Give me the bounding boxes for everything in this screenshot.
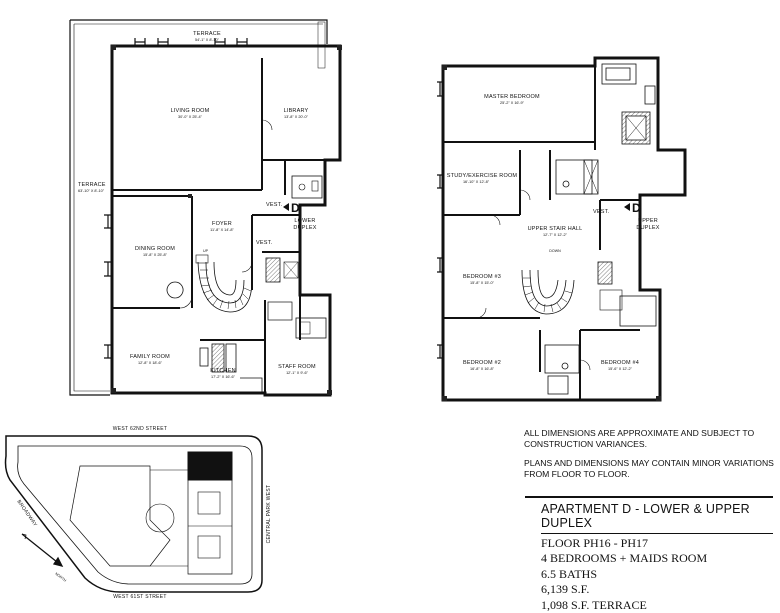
unit-info-block: APARTMENT D - LOWER & UPPER DUPLEX FLOOR… [525,496,775,613]
bedroom4-dims: 15'-6" X 12'-2" [608,367,633,371]
title-rule [541,533,773,534]
bedroom3-dims: 15'-8" X 15'-0" [470,281,495,285]
study-dims: 16'-10" X 12'-8" [463,180,490,184]
master-bath [601,63,656,145]
terrace-left-label: TERRACE [78,182,106,188]
bedroom2-label: BEDROOM #2 [463,360,501,366]
dining-room-dims: 15'-8" X 25'-8" [143,253,168,257]
unit-marker-letter: D [291,201,300,215]
apartment-location-highlight [187,451,233,481]
staff-room-dims: 12'-1" X 9'-6" [286,371,309,375]
study-bath [555,159,599,195]
library-label: LIBRARY [284,108,309,114]
variation-note: PLANS AND DIMENSIONS MAY CONTAIN MINOR V… [524,458,774,479]
kitchen-label: KITCHEN [210,368,236,374]
terrace-top-label: TERRACE [193,31,221,37]
foyer-label: FOYER [212,221,232,227]
lower-duplex-label: LOWER [294,218,315,224]
library-dims: 13'-8" X 20'-0" [284,115,309,119]
foyer-stair [195,254,253,313]
lower-duplex-label: DUPLEX [293,225,316,231]
dimension-note: ALL DIMENSIONS ARE APPROXIMATE AND SUBJE… [524,428,755,449]
unit-marker-letter: D [632,201,641,215]
stair-down-label: DOWN [549,249,561,253]
upper-duplex-label: UPPER [638,218,658,224]
vest-label: VEST. [256,240,273,246]
bedroom2-dims: 16'-8" X 16'-8" [470,367,495,371]
living-room-label: LIVING ROOM [171,108,210,114]
bedroom4-label: BEDROOM #4 [601,360,639,366]
site-plan-labels: WEST 62ND STREET WEST 61ST STREET CENTRA… [15,426,272,600]
upper-stair-hall-label: UPPER STAIR HALL [528,226,583,232]
study-label: STUDY/EXERCISE ROOM [447,173,518,179]
upper-unit-marker [624,203,630,211]
bedroom2-bath [544,344,580,395]
heavy-rule [525,496,773,498]
vest-label: VEST. [593,209,610,215]
site-block-outline [4,435,263,593]
library-bath [291,175,323,199]
foyer-dims: 11'-8" X 14'-8" [210,228,234,232]
bedroom3-label: BEDROOM #3 [463,274,501,280]
staff-room-label: STAFF ROOM [278,364,316,370]
lower-floor-plan [69,19,342,397]
site-plan [4,435,263,593]
terrace-top-dims: 54'-1" X 8'-10" [195,38,220,42]
floor-plan-drawing: TERRACE 54'-1" X 8'-10" TERRACE 63'-10" … [4,19,687,600]
upper-floor-plan [437,56,687,402]
dining-room-label: DINING ROOM [135,246,175,252]
master-bedroom-label: MASTER BEDROOM [484,94,540,100]
stair-up-label: UP [203,249,209,253]
elevator-core [265,257,281,283]
family-room-label: FAMILY ROOM [130,354,170,360]
upper-stair-hall-dims: 12'-7" X 12'-2" [543,233,568,237]
street-label: WEST 62ND STREET [113,426,167,432]
upper-stair [521,269,575,315]
interior-area: 6,139 S.F. [541,582,590,597]
vest-label: VEST. [266,202,283,208]
floor-range: FLOOR PH16 - PH17 [541,536,649,550]
lower-unit-marker [283,203,289,211]
street-label: CENTRAL PARK WEST [266,485,272,544]
master-bedroom-dims: 25'-2" X 16'-9" [500,101,525,105]
floor-plan-sheet: TERRACE 54'-1" X 8'-10" TERRACE 63'-10" … [4,19,774,612]
terrace-outline [69,20,110,396]
living-room-dims: 30'-0" X 25'-4" [178,115,203,119]
upper-duplex-label: DUPLEX [636,225,659,231]
bath-count: 6.5 BATHS [541,566,598,581]
kitchen-fixtures [199,343,263,393]
north-label: NORTH [54,572,67,583]
kitchen-dims: 17'-2" X 16'-6" [211,375,236,379]
lower-floor-labels: TERRACE 54'-1" X 8'-10" TERRACE 63'-10" … [78,31,317,379]
bedroom-count: 4 BEDROOMS + MAIDS ROOM [541,551,708,566]
upper-elevator [597,261,613,285]
upper-floor-labels: MASTER BEDROOM 25'-2" X 16'-9" STUDY/EXE… [447,94,660,371]
family-room-dims: 12'-8" X 18'-6" [138,361,163,365]
staff-bath [295,317,327,339]
street-label: WEST 61ST STREET [113,594,167,600]
terrace-outline [70,19,328,44]
unit-title: APARTMENT D - LOWER & UPPER DUPLEX [541,502,750,530]
terrace-left-dims: 63'-10" X 8'-10" [78,189,105,193]
north-arrow [21,533,64,567]
disclaimer-notes: ALL DIMENSIONS ARE APPROXIMATE AND SUBJE… [524,428,774,488]
